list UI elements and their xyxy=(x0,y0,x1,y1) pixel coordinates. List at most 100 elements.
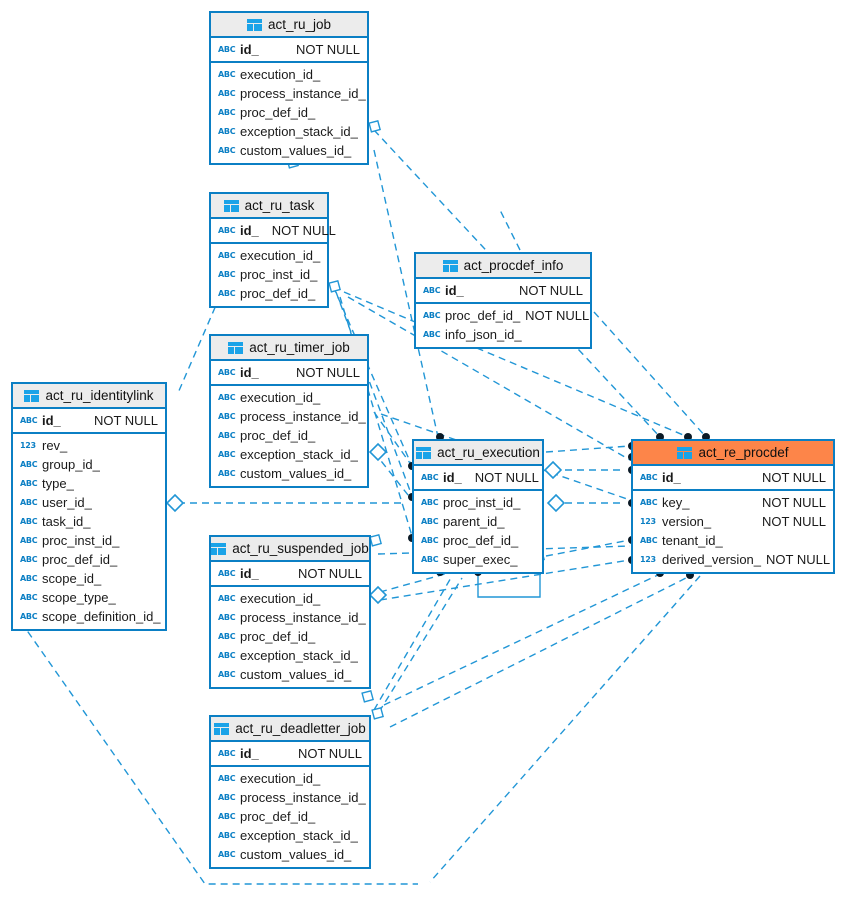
string-type-icon: ABC xyxy=(218,773,236,783)
table-header[interactable]: act_ru_identitylink xyxy=(13,384,165,409)
column-constraint: NOT NULL xyxy=(295,42,360,57)
string-type-icon: ABC xyxy=(20,516,38,526)
string-type-icon: ABC xyxy=(218,269,236,279)
string-type-icon: ABC xyxy=(218,44,236,54)
column-row[interactable]: ABC proc_def_id_ xyxy=(13,550,165,569)
table-grid-icon xyxy=(416,446,432,459)
string-type-icon: ABC xyxy=(20,554,38,564)
table-header[interactable]: act_ru_task xyxy=(211,194,327,219)
column-name: rev_ xyxy=(42,438,68,453)
table-header[interactable]: act_ru_deadletter_job xyxy=(211,717,369,742)
column-name: scope_type_ xyxy=(42,590,116,605)
column-name: derived_version_ xyxy=(662,552,762,567)
table-header[interactable]: act_ru_timer_job xyxy=(211,336,367,361)
string-type-icon: ABC xyxy=(218,830,236,840)
column-name: proc_def_id_ xyxy=(240,286,316,301)
column-name: custom_values_id_ xyxy=(240,466,352,481)
table-name: act_ru_task xyxy=(244,198,315,213)
string-type-icon: ABC xyxy=(218,411,236,421)
table-header[interactable]: act_ru_job xyxy=(211,13,367,38)
table-header[interactable]: act_ru_suspended_job xyxy=(211,537,369,562)
table-name: act_ru_deadletter_job xyxy=(235,721,366,736)
table-header[interactable]: act_procdef_info xyxy=(416,254,590,279)
column-name: process_instance_id_ xyxy=(240,790,366,805)
column-name: type_ xyxy=(42,476,74,491)
table-name: act_re_procdef xyxy=(698,445,789,460)
edge-deadletterjob-execution xyxy=(373,575,453,711)
table-header[interactable]: act_ru_execution xyxy=(414,441,542,466)
column-name: custom_values_id_ xyxy=(240,667,352,682)
column-name: proc_def_id_ xyxy=(42,552,118,567)
table-header[interactable]: act_re_procdef xyxy=(633,441,833,466)
edge-timerjob-execution-2 xyxy=(373,451,413,501)
edge-procdefinfo-procdef xyxy=(593,311,707,438)
column-constraint: NOT NULL xyxy=(525,308,590,323)
table-grid-icon xyxy=(442,259,458,272)
table-name: act_ru_suspended_job xyxy=(232,541,369,556)
string-type-icon: ABC xyxy=(218,612,236,622)
